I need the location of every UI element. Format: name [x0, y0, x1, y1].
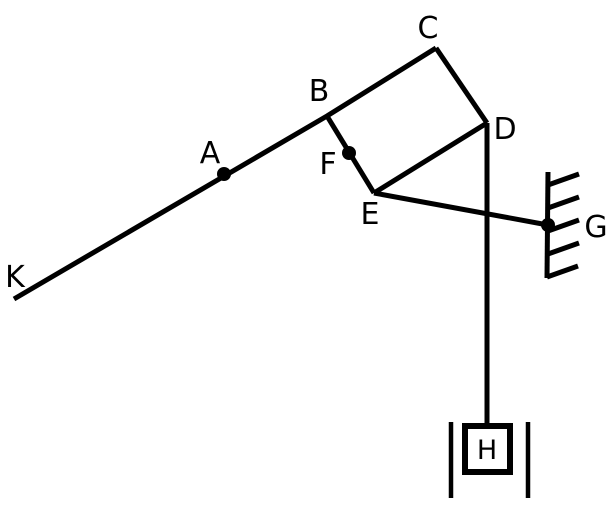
- link-C-D: [433, 46, 490, 125]
- label-B: B: [309, 74, 330, 109]
- label-G: G: [584, 210, 607, 245]
- label-C: C: [418, 11, 439, 46]
- label-H: H: [477, 435, 497, 466]
- labels-group: K A B C D E F G H: [5, 11, 607, 466]
- ground-hatch-stroke: [547, 240, 580, 257]
- link-D-E: [372, 120, 489, 196]
- ground-hatch-stroke: [546, 263, 579, 280]
- slider-assembly-H: [448, 422, 531, 498]
- label-D: D: [493, 112, 516, 147]
- pin-dot-G: [541, 218, 555, 232]
- ground-hatch-stroke: [547, 171, 580, 188]
- label-E: E: [361, 197, 380, 232]
- pin-dot-F: [342, 146, 356, 160]
- link-E-G: [373, 190, 549, 228]
- slider-block-H: [462, 423, 513, 475]
- label-K: K: [5, 260, 26, 295]
- pin-dot-A: [217, 167, 231, 181]
- links-group: [12, 45, 549, 426]
- pin-dots-group: [217, 146, 555, 232]
- ground-hatch-stroke: [547, 194, 580, 211]
- label-F: F: [319, 147, 336, 182]
- label-A: A: [200, 136, 221, 171]
